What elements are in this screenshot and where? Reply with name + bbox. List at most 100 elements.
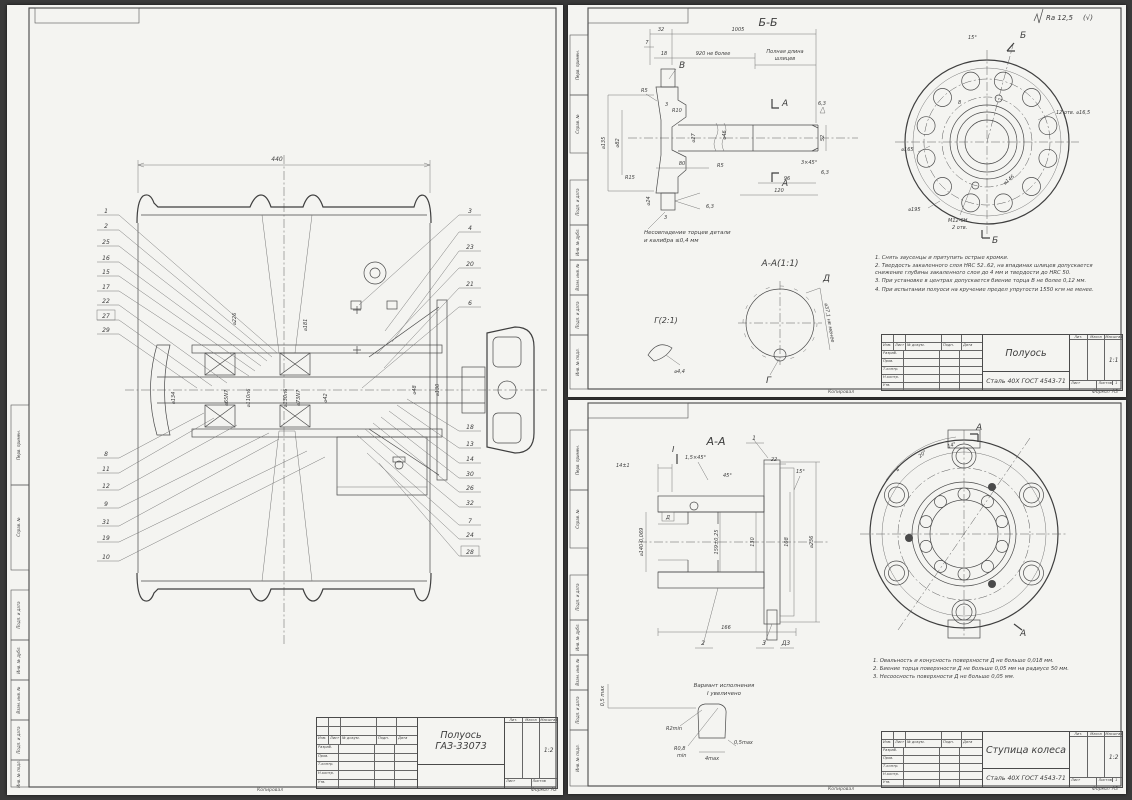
dim-label: 3 <box>665 102 668 108</box>
stamp-label: Разраб. <box>882 351 904 358</box>
dim-label: ⌀195 <box>908 207 921 213</box>
side-label: Подп. и дата <box>575 188 580 216</box>
surface-flag: Д <box>665 515 670 521</box>
dim-label: 96 <box>784 176 790 182</box>
detail-title: I увеличено <box>707 691 742 697</box>
listov-value: 1 <box>1115 381 1118 385</box>
callout: 14 <box>466 456 474 463</box>
surface-letter: Д <box>822 274 830 284</box>
callout: 16 <box>102 255 110 262</box>
note-line: 3. Несоосность поверхности Д не больше 0… <box>873 674 1015 681</box>
side-label: Инв. № подл. <box>575 348 580 376</box>
side-label: Справ. № <box>575 114 580 133</box>
side-label: Подп. и дата <box>16 601 21 629</box>
side-label: Подп. и дата <box>575 696 580 724</box>
dim-label: ⌀37,1 не менее <box>823 303 836 343</box>
scale-value: 1:2 <box>1108 753 1119 761</box>
stamp-label: Лист <box>1070 381 1097 390</box>
dim-label: ⌀134 <box>171 392 177 405</box>
sheet-assembly: Перв. примен. Справ. № Подп. и дата Инв.… <box>7 5 563 795</box>
roughness-mark: Ra 12,5 (√) <box>1033 8 1093 24</box>
stamp-label: Масштаб <box>540 718 558 722</box>
dim-label: 920 не более <box>696 51 731 57</box>
axle-dims: 32 1005 7 18 920 не более Полная длина ш… <box>601 27 829 244</box>
material-cell <box>418 764 504 788</box>
steering-knuckle <box>486 326 535 454</box>
side-columns: Перв. примен. Справ. № Подп. и дата Инв.… <box>569 429 589 787</box>
dim-label: ⌀82 <box>615 138 621 147</box>
dim-label: 3×45° <box>801 160 818 166</box>
callout: 25 <box>102 239 110 246</box>
dim-label: ⌀130n6 <box>283 389 289 408</box>
designation-box <box>587 402 689 419</box>
dim-label: ⌀140-0,069 <box>639 528 645 557</box>
callout: 3 <box>762 640 766 647</box>
dim-label: 6,3 <box>706 204 714 210</box>
stamp-label: Пров. <box>882 359 904 366</box>
section-title: А-А <box>705 435 725 448</box>
sheet-axle: Перв. примен. Справ. № Подп. и дата Инв.… <box>568 5 1126 397</box>
stamp-label: Утв. <box>882 780 904 787</box>
detail-title: Вариант исполнения <box>694 683 755 689</box>
dim-label: 7 <box>645 40 649 46</box>
roughness-bracket: (√) <box>1083 14 1093 22</box>
callout: 30 <box>466 471 474 478</box>
note-label: Несовпадение торцев детали <box>644 230 731 236</box>
dim-label: 45° <box>723 473 732 479</box>
designation-box <box>34 7 140 24</box>
flange-end-view: 15° Б Б 8 12 отв. ⌀16,5 ⌀165 ⌀146 ⌀195 М… <box>895 31 1090 246</box>
dim-label: ⌀46 <box>722 130 728 139</box>
side-label: Взам. инв. № <box>575 658 580 685</box>
dim-label: 14° <box>947 441 958 450</box>
dim-label: ⌀181 <box>303 319 309 332</box>
sheet-frame <box>587 7 1122 390</box>
dim-label: R15 <box>625 175 635 181</box>
sheet-frame <box>28 7 557 788</box>
side-label: Инв. № подл. <box>575 744 580 772</box>
stamp-label: Масса <box>523 718 541 722</box>
brake-plate <box>436 299 448 481</box>
detail-letter: Г <box>766 376 772 386</box>
stamp-label: Разраб. <box>317 744 339 753</box>
axle-section <box>628 68 858 211</box>
kopiroval-label: Копировал <box>828 787 855 792</box>
hub-end-view: 4° 20° 14° А А <box>860 423 1068 639</box>
detail-title: Г(2:1) <box>654 316 678 325</box>
side-label: Инв. № дубл. <box>16 646 21 673</box>
format-label: Формат А3 <box>1091 390 1118 395</box>
callout-numbers: 1 2 25 16 15 17 22 27 29 8 11 12 9 31 19… <box>96 208 480 561</box>
dim-label: R10 <box>672 108 682 114</box>
brake-caliper <box>336 436 428 496</box>
technical-notes: 1. Овальность и конусность поверхности Д… <box>873 658 1113 682</box>
dim-label: шлицев <box>775 56 796 62</box>
dim-label: 130 <box>750 537 756 547</box>
dim-label: ⌀226 <box>232 313 238 326</box>
callout: 1 <box>104 208 108 215</box>
sheet-footer: Копировал Формат А3 <box>828 390 1118 395</box>
dim-label: 166 <box>721 625 731 631</box>
side-label: Перв. примен. <box>575 445 580 475</box>
callout: 20 <box>466 261 474 268</box>
dim-label: 20° <box>918 449 929 459</box>
stamp-label: Лист <box>329 735 341 744</box>
stamp-label: Масштаб <box>1105 732 1123 736</box>
tooth-detail: Г(2:1) ⌀4,4 <box>647 316 685 375</box>
section-title: А-А(1:1) <box>760 259 798 269</box>
stamp-label: Пров. <box>317 753 339 762</box>
roughness-value: Ra 12,5 <box>1046 14 1074 22</box>
dim-label: 22 <box>771 457 777 463</box>
side-label: Перв. примен. <box>16 430 21 460</box>
hub-assembly <box>150 261 535 496</box>
dim-label: 0,5max <box>734 740 753 746</box>
side-label: Инв. № подл. <box>16 760 21 788</box>
stamp-label: Т.контр. <box>317 762 339 771</box>
stamp-label: Т.контр. <box>882 367 904 374</box>
dim-label: ⌀110n6 <box>246 389 252 408</box>
dim-label: ⌀73N7 <box>296 389 302 406</box>
material-cell: Сталь 40Х ГОСТ 4543-71 <box>983 768 1069 787</box>
assembly-drawing: Перв. примен. Справ. № Подп. и дата Инв.… <box>10 7 557 788</box>
stamp-label: Лист <box>894 740 906 747</box>
side-label: Перв. примен. <box>575 50 580 80</box>
